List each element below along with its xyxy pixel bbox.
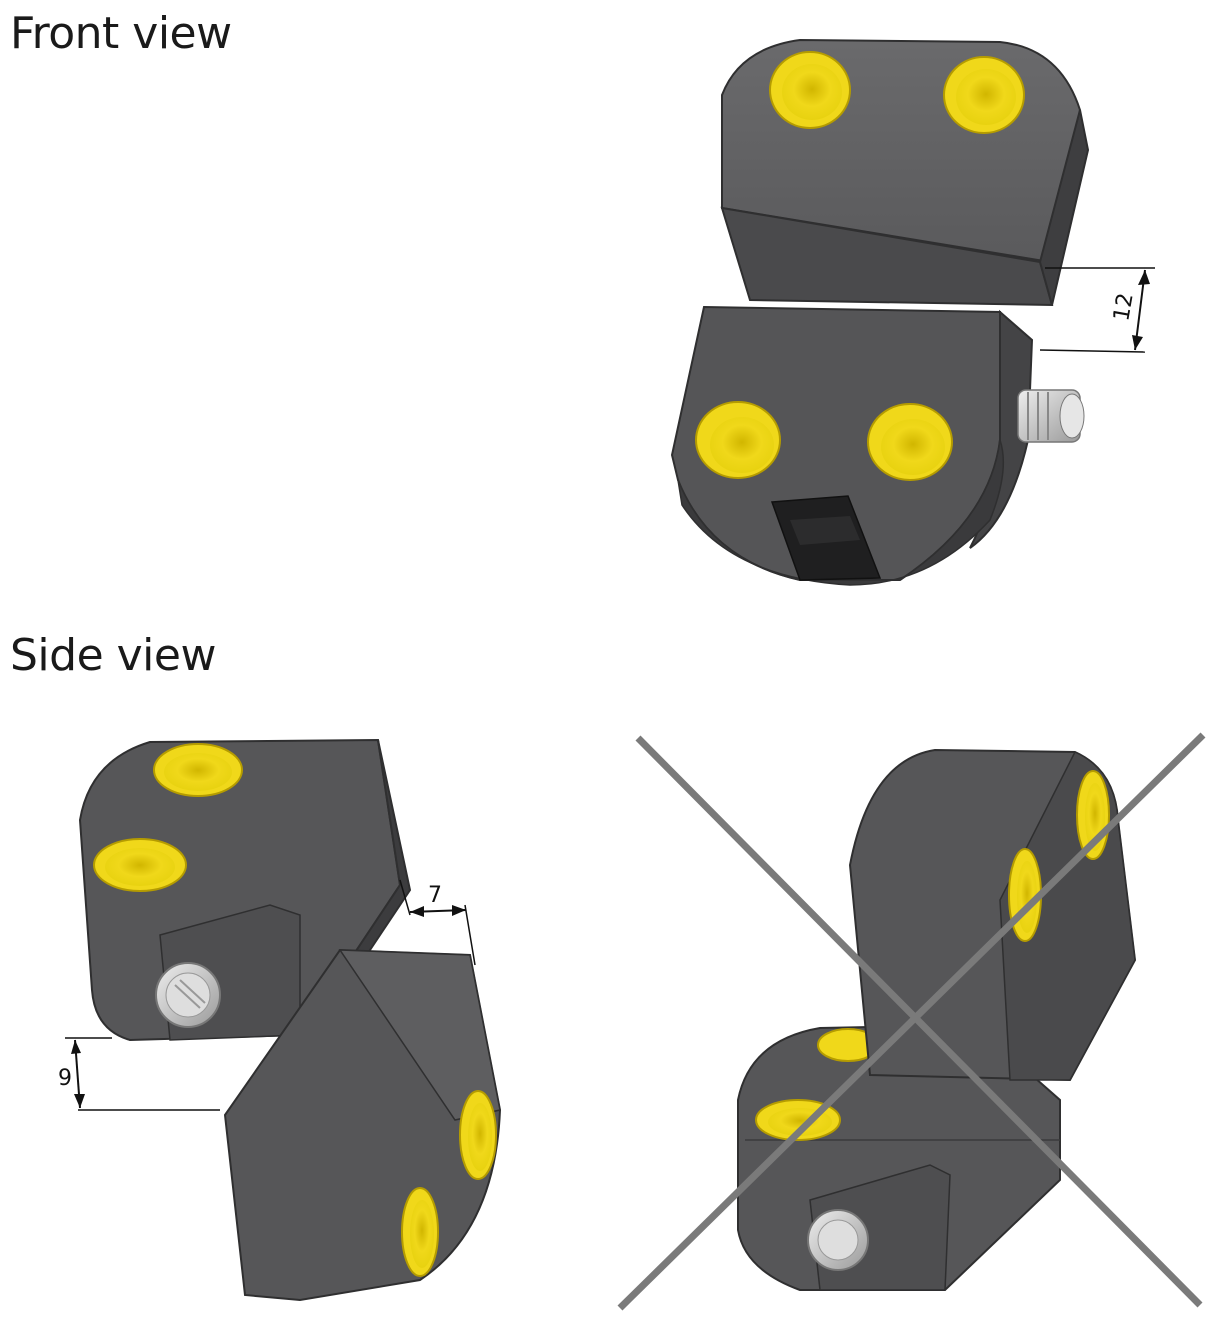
mounting-hole-icon: [153, 743, 243, 797]
m12-connector-icon: [1017, 389, 1085, 443]
mounting-hole-icon: [93, 838, 187, 892]
front-actuator-block: [720, 38, 1090, 307]
mounting-hole-icon: [459, 1090, 497, 1180]
m12-connector-icon: [807, 1209, 869, 1271]
side-gap-dimension: 9: [58, 1037, 220, 1111]
mounting-hole-icon: [943, 56, 1025, 134]
side-lower-block: [223, 948, 502, 1302]
front-gap-dimension: 12: [1039, 267, 1155, 353]
side-offset-dimension: 7: [399, 879, 476, 966]
front-view-title: Front view: [10, 8, 232, 59]
mounting-hole-icon: [401, 1187, 439, 1277]
side-gap-label: 9: [58, 1066, 72, 1091]
mounting-hole-icon: [769, 51, 851, 129]
incorrect-cross-mark-icon: [617, 732, 1206, 1311]
front-sensor-block: [670, 305, 1085, 586]
side-upper-block: [78, 738, 412, 1042]
mounting-hole-icon: [695, 401, 781, 479]
m12-connector-icon: [155, 962, 221, 1028]
front-gap-label: 12: [1109, 291, 1138, 323]
mounting-hole-icon: [867, 403, 953, 481]
incorrect-upper-block: [848, 748, 1137, 1082]
side-offset-label: 7: [428, 883, 442, 908]
side-view-title: Side view: [10, 630, 216, 681]
